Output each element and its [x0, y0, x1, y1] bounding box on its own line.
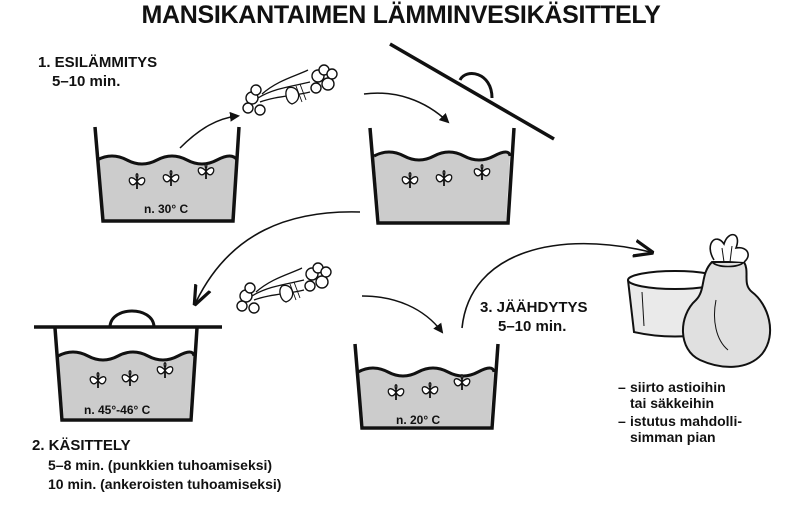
step3-time: 5–10 min. — [498, 319, 566, 335]
note-text: simman pian — [630, 430, 716, 445]
step2-line1: 5–8 min. (punkkien tuhoamiseksi) — [48, 458, 272, 473]
note-text: istutus mahdolli- — [630, 414, 742, 429]
step1-temp: n. 30° C — [144, 203, 188, 216]
plant-bundle-icon — [243, 65, 337, 115]
step3-temp: n. 20° C — [396, 414, 440, 427]
step2-label: 2. KÄSITTELY — [32, 438, 131, 454]
curved-arrow-icon — [180, 116, 238, 148]
note-text: tai säkkeihin — [630, 396, 714, 411]
note-text: siirto astioihin — [630, 380, 726, 395]
lid-icon — [390, 44, 554, 139]
tub-icon — [370, 128, 514, 223]
step2-line2: 10 min. (ankeroisten tuhoamiseksi) — [48, 477, 281, 492]
sack-icon — [683, 235, 770, 367]
plant-bundle-icon — [237, 263, 331, 313]
step1-label: 1. ESILÄMMITYS — [38, 55, 157, 71]
step1-time: 5–10 min. — [52, 74, 120, 90]
note-bullet: – — [618, 380, 626, 395]
step2-temp: n. 45°-46° C — [84, 404, 150, 417]
step3-label: 3. JÄÄHDYTYS — [480, 300, 588, 316]
note-bullet: – — [618, 414, 626, 429]
curved-arrow-icon — [362, 296, 442, 332]
curved-arrow-icon — [196, 212, 360, 302]
diagram-title: MANSIKANTAIMEN LÄMMINVESIKÄSITTELY — [0, 2, 802, 28]
curved-arrow-icon — [364, 93, 448, 122]
lid-icon — [34, 311, 222, 327]
